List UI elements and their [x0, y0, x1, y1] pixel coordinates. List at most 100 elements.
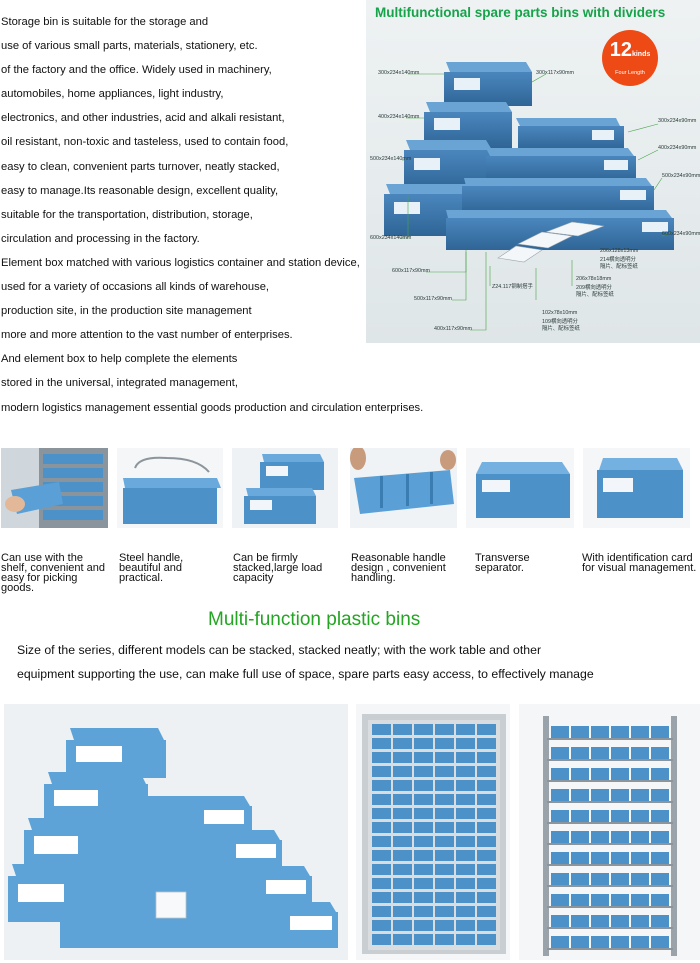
cabinet-drawer — [393, 738, 412, 749]
cabinet-drawer — [456, 794, 475, 805]
rack-bin — [651, 873, 669, 885]
rack-shelf — [547, 927, 673, 929]
rack-bin — [571, 789, 589, 801]
cabinet-drawer — [477, 822, 496, 833]
intro-line: of the factory and the office. Widely us… — [1, 64, 272, 77]
cabinet-drawer — [477, 724, 496, 735]
rack-bin — [651, 936, 669, 948]
cabinet-drawer — [456, 808, 475, 819]
cabinet-drawer — [456, 780, 475, 791]
cabinet-drawer — [414, 724, 433, 735]
part-label: 隔片、配标签纸 — [542, 326, 580, 332]
cabinet-drawer — [414, 878, 433, 889]
cabinet-drawer — [414, 934, 433, 945]
intro-line: suitable for the transportation, distrib… — [1, 208, 253, 221]
cabinet-drawer — [372, 892, 391, 903]
rack-bin — [611, 894, 629, 906]
cabinet-drawer — [393, 752, 412, 763]
cabinet-drawer — [477, 906, 496, 917]
cabinet-drawer — [477, 920, 496, 931]
cabinet-drawer — [414, 864, 433, 875]
cabinet-drawer — [435, 752, 454, 763]
cabinet-drawer — [435, 822, 454, 833]
rack-bin — [611, 852, 629, 864]
bins-illustration — [384, 62, 674, 331]
cabinet-drawer — [414, 906, 433, 917]
cabinet-drawer — [477, 878, 496, 889]
part-label: 109横向透明分 — [542, 319, 578, 325]
cabinet-drawer — [372, 864, 391, 875]
size-label: 500x234x90mm — [662, 173, 700, 179]
rack-bin — [551, 894, 569, 906]
size-label: 300x234x90mm — [658, 118, 697, 124]
intro-line: production site, in the production site … — [1, 305, 252, 318]
intro-line: automobiles, home appliances, light indu… — [1, 88, 224, 101]
cabinet-drawer — [435, 920, 454, 931]
rack-bin — [591, 810, 609, 822]
rack-bin — [571, 747, 589, 759]
part-label: Z24.117钢制搭手 — [492, 284, 533, 290]
cabinet-drawer — [435, 738, 454, 749]
rack-bin — [551, 789, 569, 801]
cabinet-drawer — [414, 850, 433, 861]
cabinet-drawer — [414, 808, 433, 819]
cabinet-drawer — [435, 934, 454, 945]
rack-bin — [611, 831, 629, 843]
cabinet-drawer — [393, 808, 412, 819]
cabinet-drawer — [435, 766, 454, 777]
rack-bin — [631, 726, 649, 738]
product-infographic: Multifunctional spare parts bins with di… — [366, 0, 700, 343]
feature-caption: Transverse separator. — [475, 552, 530, 574]
feature-caption: Can be firmly stacked,large load capacit… — [233, 552, 323, 584]
rack-bin — [571, 831, 589, 843]
cabinet-drawer — [456, 864, 475, 875]
part-label: 102x78x10mm — [542, 310, 578, 316]
rack-bin — [551, 831, 569, 843]
cabinet-drawer — [477, 794, 496, 805]
rack-bin — [551, 810, 569, 822]
dimension-guides — [400, 73, 673, 331]
rack-bin — [631, 894, 649, 906]
badge-number: 12 — [609, 39, 632, 61]
cabinet-drawer — [477, 850, 496, 861]
rack-bin — [651, 831, 669, 843]
cabinet-drawer — [414, 752, 433, 763]
cabinet-drawer — [456, 836, 475, 847]
rack-shelf — [547, 906, 673, 908]
rack-bin — [631, 852, 649, 864]
cabinet-drawer — [435, 850, 454, 861]
intro-line: modern logistics management essential go… — [1, 401, 424, 414]
cabinet-drawer — [372, 780, 391, 791]
rack-bin — [631, 873, 649, 885]
cabinet-drawer — [414, 920, 433, 931]
rack-bin — [651, 726, 669, 738]
rack-bin — [551, 747, 569, 759]
feature-caption: Reasonable handle design , convenient ha… — [351, 552, 446, 584]
cabinet-drawer — [414, 766, 433, 777]
rack-bin — [651, 894, 669, 906]
cabinet-drawer — [372, 822, 391, 833]
rack-bin — [551, 852, 569, 864]
cabinet-drawer — [456, 822, 475, 833]
intro-line: Storage bin is suitable for the storage … — [1, 16, 209, 28]
rack-shelf — [547, 759, 673, 761]
rack-bin — [571, 915, 589, 927]
photo-cabinet — [356, 704, 510, 960]
photo-stacked-bins — [4, 704, 348, 960]
rack-bin — [631, 810, 649, 822]
cabinet-drawer — [435, 864, 454, 875]
rack-bin — [611, 747, 629, 759]
part-label: 209横向透明分 — [576, 285, 612, 291]
rack-bin — [571, 936, 589, 948]
cabinet-drawer — [477, 780, 496, 791]
rack-bin — [611, 936, 629, 948]
cabinet-drawer — [372, 808, 391, 819]
cabinet-drawer — [477, 934, 496, 945]
part-label: 隔片、配标签纸 — [576, 292, 614, 298]
part-label: 隔片、配标签纸 — [600, 264, 638, 270]
feature-image-shelf — [1, 448, 108, 528]
rack-bin — [591, 831, 609, 843]
intro-text: Storage bin is suitable for the storage … — [1, 10, 424, 420]
intro-line: Element box matched with various logisti… — [1, 256, 360, 269]
rack-shelf — [547, 948, 673, 950]
